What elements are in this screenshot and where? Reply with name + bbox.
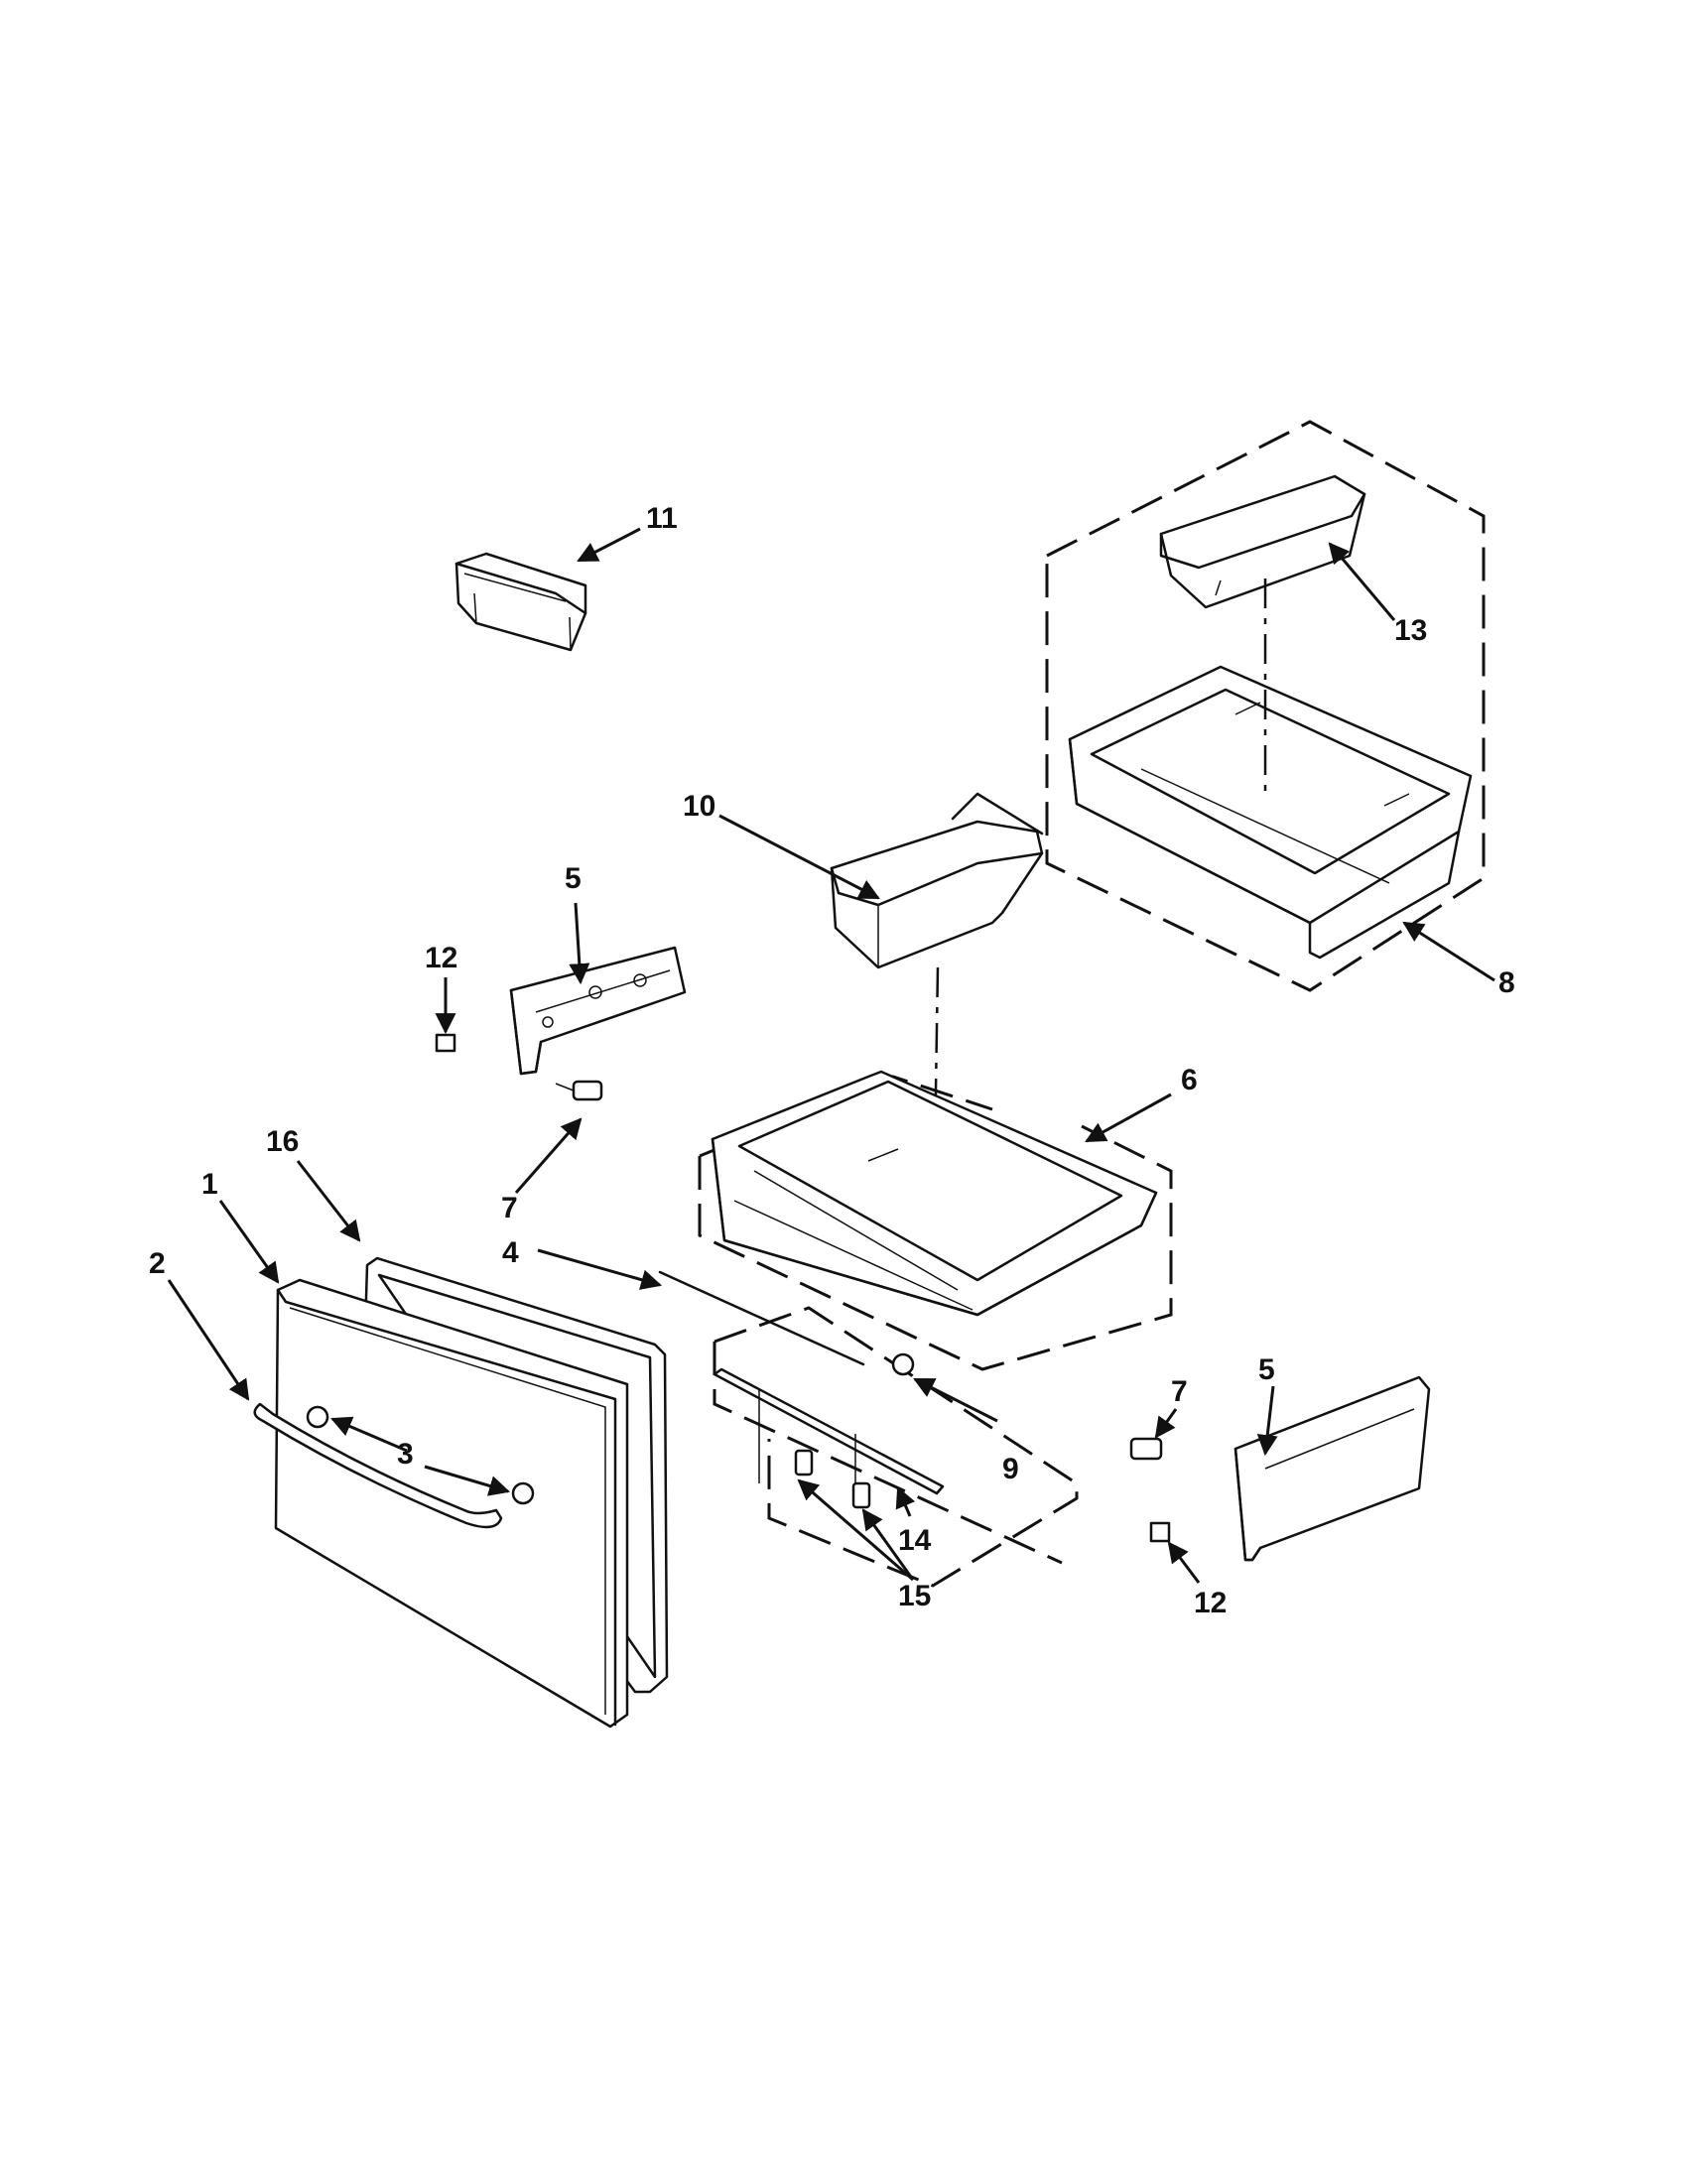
callout-labels: 11 13 10 5 12 8 6 16 1 7 2 4 5 7 3 9 14 … xyxy=(149,502,1515,1619)
leader-lines xyxy=(167,527,1495,1584)
callout-5-right: 5 xyxy=(1258,1353,1275,1386)
part-6-lower-drawer xyxy=(711,1070,1158,1317)
part-9-bushing xyxy=(891,1352,915,1376)
callout-15: 15 xyxy=(898,1580,931,1612)
callout-8: 8 xyxy=(1498,966,1515,999)
part-12-right-clip xyxy=(1149,1521,1171,1543)
part-15-screws xyxy=(758,1389,871,1509)
callout-2: 2 xyxy=(149,1247,166,1280)
callout-6: 6 xyxy=(1181,1064,1198,1096)
part-4-rod xyxy=(658,1270,865,1366)
part-3-handle-mounts xyxy=(306,1405,535,1505)
part-2-handle xyxy=(253,1402,503,1529)
bottom-fastener-group-boundary xyxy=(713,1306,1079,1588)
callout-7-right: 7 xyxy=(1171,1375,1188,1408)
callout-13: 13 xyxy=(1394,614,1427,647)
upper-basket-assembly-boundary xyxy=(1045,420,1486,992)
callout-1: 1 xyxy=(201,1168,218,1201)
callout-16: 16 xyxy=(266,1125,299,1158)
callout-11: 11 xyxy=(646,502,678,535)
part-14-strip xyxy=(713,1367,945,1495)
callout-9: 9 xyxy=(1002,1453,1019,1485)
part-13-divider-bin xyxy=(1159,474,1366,609)
part-5-right-slide-rail xyxy=(1233,1375,1431,1562)
callout-14: 14 xyxy=(898,1524,932,1557)
part-10-side-bin xyxy=(830,792,1044,969)
part-8-upper-basket xyxy=(1068,665,1473,960)
callout-10: 10 xyxy=(683,790,715,823)
part-11-small-bin xyxy=(454,552,587,652)
callout-5-left: 5 xyxy=(565,862,582,895)
part-12-left-clip xyxy=(435,1033,456,1053)
part-1-door-panel xyxy=(274,1278,629,1729)
callout-12-left: 12 xyxy=(425,942,457,974)
part-5-left-slide-rail xyxy=(509,946,687,1076)
callout-12-right: 12 xyxy=(1194,1587,1227,1619)
part-7-left-screw xyxy=(555,1080,603,1101)
callout-4: 4 xyxy=(502,1236,519,1269)
part-7-right-screw xyxy=(1129,1437,1163,1461)
callout-3: 3 xyxy=(397,1438,414,1471)
callout-7-left: 7 xyxy=(501,1192,518,1224)
